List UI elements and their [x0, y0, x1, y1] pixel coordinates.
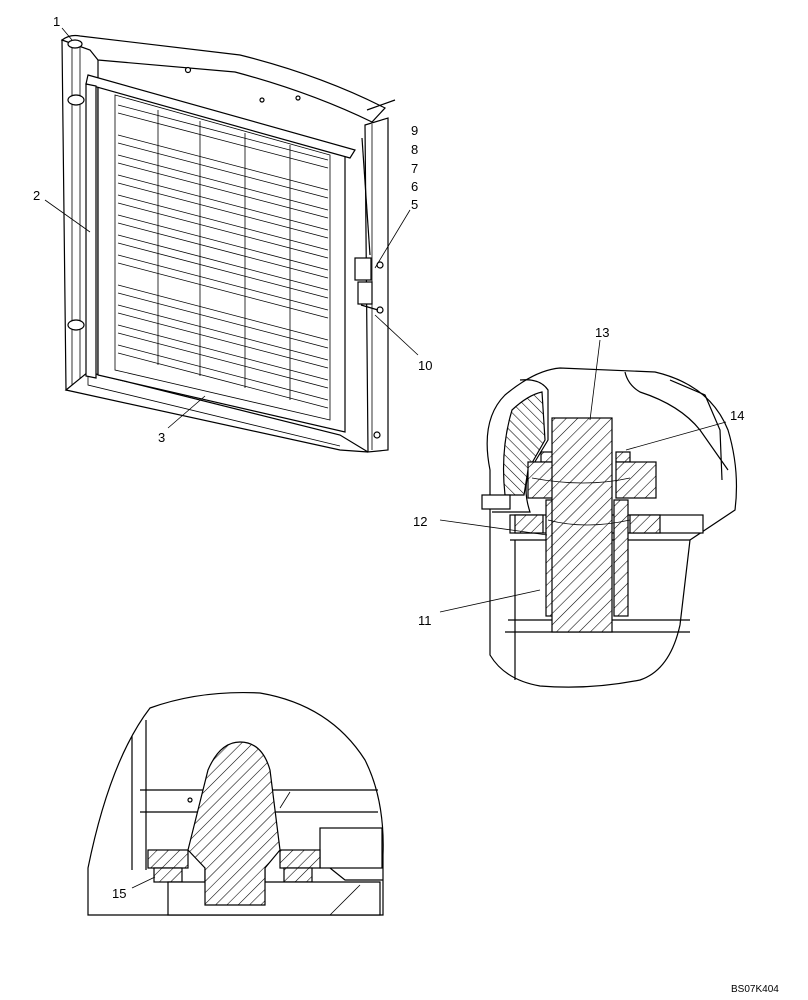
callout-10: 10 — [418, 358, 432, 373]
callout-9: 9 — [411, 123, 418, 138]
detail-pin-section — [481, 367, 738, 688]
drawing-id: BS07K404 — [731, 984, 779, 995]
callout-1: 1 — [53, 14, 60, 29]
bottom-rail — [64, 371, 369, 453]
screen-slots — [117, 104, 329, 409]
grille-assembly — [60, 34, 396, 453]
callout-14: 14 — [730, 408, 744, 423]
callout-15: 15 — [112, 886, 126, 901]
right-frame — [364, 117, 389, 453]
callout-7: 7 — [411, 161, 418, 176]
top-rail — [60, 34, 386, 123]
callout-6: 6 — [411, 179, 418, 194]
pin-head — [187, 741, 281, 906]
callout-12: 12 — [413, 514, 427, 529]
callout-5: 5 — [411, 197, 418, 212]
callout-13: 13 — [595, 325, 609, 340]
screen-panel — [97, 79, 346, 433]
detail-lower-section — [87, 692, 384, 916]
callout-8: 8 — [411, 142, 418, 157]
callout-3: 3 — [158, 430, 165, 445]
callout-11: 11 — [418, 613, 432, 628]
leader-lines — [44, 27, 727, 889]
latch — [354, 99, 396, 311]
callout-2: 2 — [33, 188, 40, 203]
